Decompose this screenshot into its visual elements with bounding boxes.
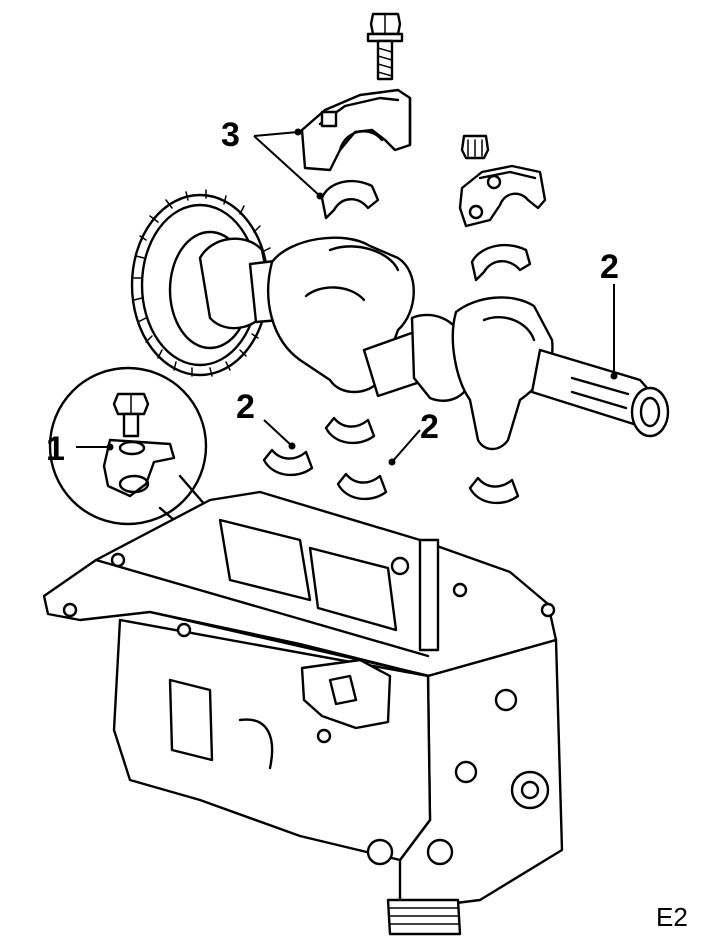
main-bearing-cap	[300, 88, 412, 172]
bearing-shell-upper-right	[470, 243, 532, 282]
callout-3: 3	[221, 116, 240, 154]
callout-2-left: 2	[236, 388, 255, 426]
detail-magnifier-circle	[48, 366, 272, 594]
cap-nut	[460, 134, 490, 160]
crankshaft	[198, 236, 670, 451]
callout-leaders	[76, 128, 618, 466]
reference-code: E2	[656, 902, 688, 932]
callout-2-right: 2	[600, 248, 619, 286]
bearing-shell-lower-a	[262, 448, 314, 477]
small-bearing-cap	[458, 164, 547, 228]
bearing-shell-upper-left	[320, 179, 380, 220]
callout-2-center: 2	[420, 408, 439, 446]
bearing-shell-lower-b	[324, 416, 376, 445]
bearing-shell-lower-d	[468, 476, 520, 505]
engine-block	[42, 490, 564, 936]
callout-1: 1	[46, 430, 65, 468]
main-bearing-cap-bolt	[366, 12, 404, 81]
bearing-shell-lower-c	[336, 472, 388, 501]
